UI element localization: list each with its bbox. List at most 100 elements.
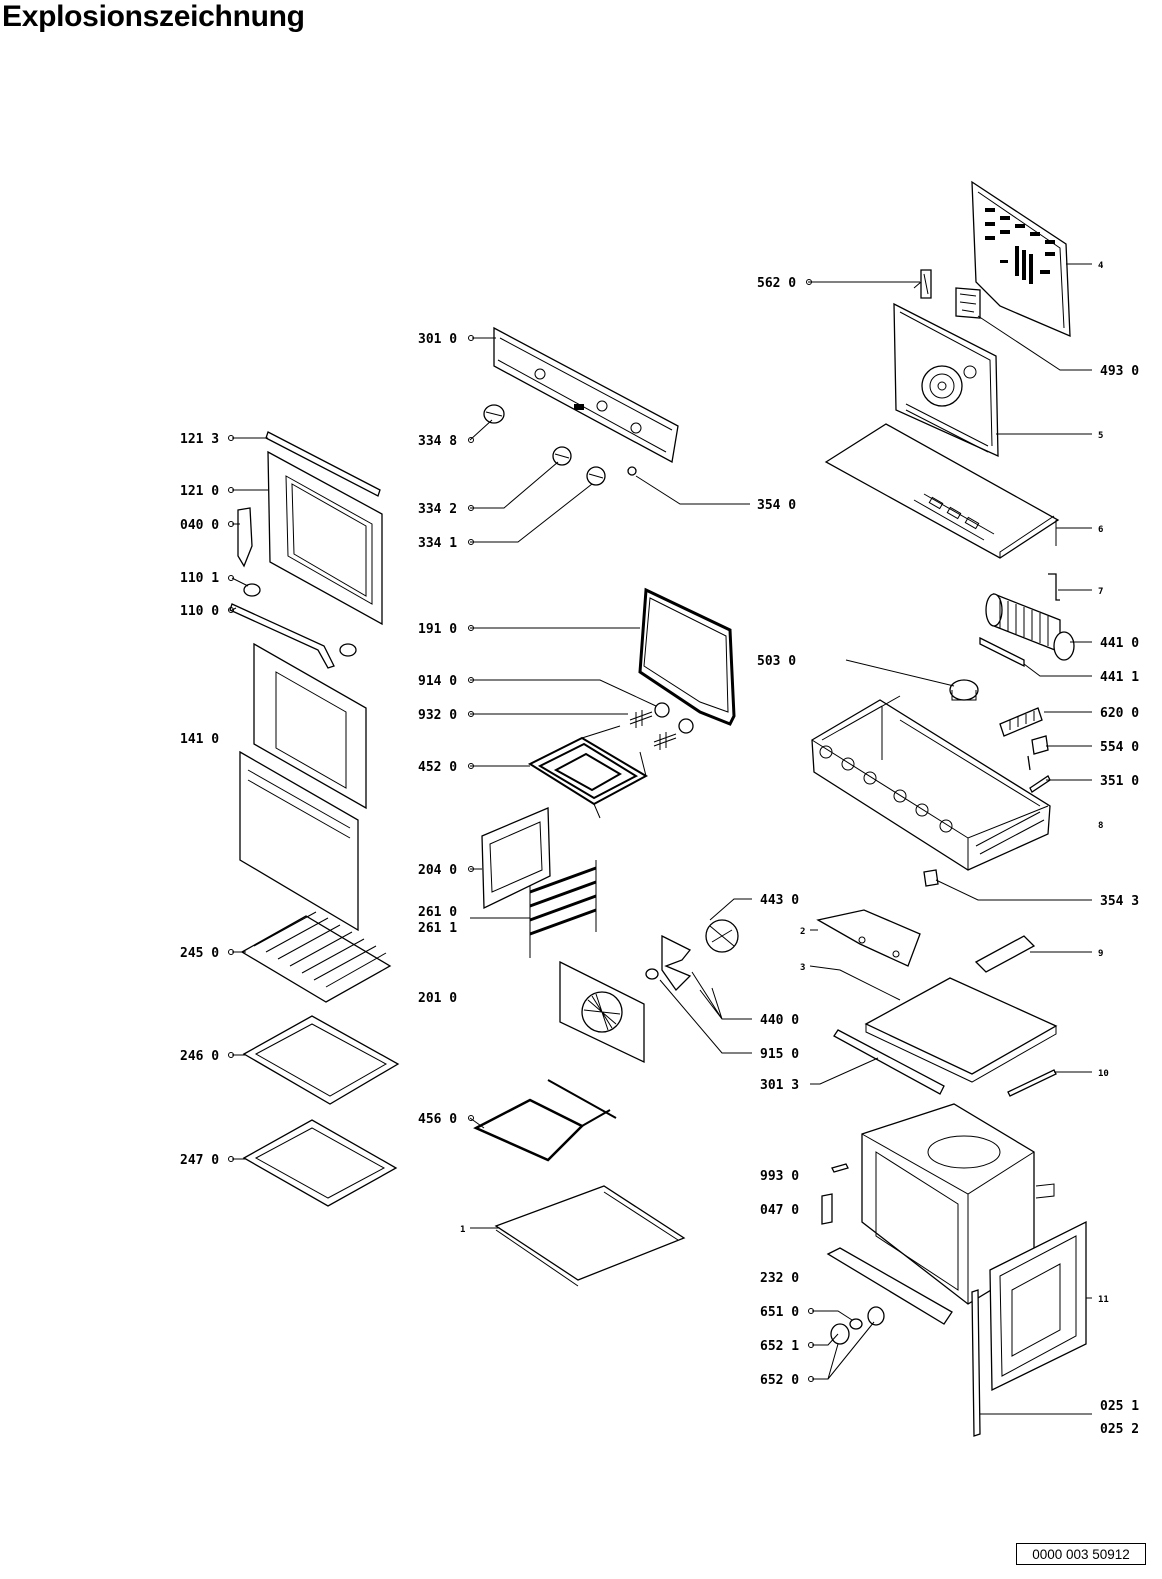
- callout-label: 554 0: [1100, 740, 1139, 755]
- part-shelf-runners: [529, 860, 597, 958]
- callout-label: 025 2: [1100, 1422, 1139, 1437]
- part-rear-cover: [971, 180, 1071, 338]
- part-3540: [627, 466, 637, 476]
- callout-label: 201 0: [418, 991, 457, 1006]
- part-wire-shelf: [240, 911, 392, 1003]
- callout-label: 246 0: [180, 1049, 219, 1064]
- part-door-glass: [239, 642, 367, 932]
- part-motor-5030: [949, 679, 979, 701]
- callout-label: 503 0: [757, 654, 796, 669]
- callout-label: 334 2: [418, 502, 457, 517]
- part-door-handle: [229, 603, 357, 669]
- part-door-seal: [638, 587, 736, 726]
- callout-label: 932 0: [418, 708, 457, 723]
- callout-label: 110 0: [180, 604, 219, 619]
- callout-label: 334 1: [418, 536, 457, 551]
- part-cooling-fan: [985, 593, 1075, 661]
- part-side-panel: [481, 807, 551, 910]
- part-0470: [821, 1193, 833, 1225]
- callout-label: 443 0: [760, 893, 799, 908]
- callout-label: 121 3: [180, 432, 219, 447]
- callout-label: 354 3: [1100, 894, 1139, 909]
- part-hinge: [237, 507, 253, 568]
- callout-label: 441 1: [1100, 670, 1139, 685]
- part-grill-element: [473, 1079, 617, 1162]
- callout-label: 245 0: [180, 946, 219, 961]
- part-baking-tray: [242, 1015, 400, 1105]
- callout-labels: 562 0 4 493 0 301 0 334 8 5 121 3 121 0 …: [180, 261, 1139, 1437]
- part-clip-7: [1048, 573, 1060, 601]
- part-knob-3341: [586, 466, 606, 486]
- callout-label: 2: [800, 927, 805, 937]
- callout-label: 9: [1098, 949, 1103, 959]
- part-control-housing: [811, 695, 1051, 871]
- callout-label: 620 0: [1100, 706, 1139, 721]
- part-9: [974, 935, 1036, 973]
- callout-label: 261 0: [418, 905, 457, 920]
- callout-label: 652 0: [760, 1373, 799, 1388]
- part-bottom-tray: [824, 423, 1060, 559]
- callout-dot-icon: [468, 505, 474, 511]
- callout-label: 10: [1098, 1069, 1109, 1079]
- callout-dot-icon: [468, 625, 474, 631]
- part-component-4930: [955, 287, 981, 319]
- callout-dot-icon: [468, 763, 474, 769]
- callout-label: 110 1: [180, 571, 219, 586]
- callout-dot-icon: [228, 607, 234, 613]
- document-number: 0000 003 50912: [1016, 1543, 1146, 1565]
- part-front-frame: [989, 1220, 1087, 1392]
- callout-label: 232 0: [760, 1271, 799, 1286]
- callout-label: 651 0: [760, 1305, 799, 1320]
- callout-label: 4: [1098, 261, 1104, 271]
- part-6520: [830, 1323, 850, 1345]
- callout-label: 261 1: [418, 921, 457, 936]
- callout-dot-icon: [228, 521, 234, 527]
- callout-label: 191 0: [418, 622, 457, 637]
- callout-dot-icon: [228, 1052, 234, 1058]
- callout-dot-icon: [468, 866, 474, 872]
- callout-label: 456 0: [418, 1112, 457, 1127]
- callout-label: 354 0: [757, 498, 796, 513]
- callout-label: 204 0: [418, 863, 457, 878]
- part-6521: [867, 1306, 885, 1326]
- part-door-strip: [265, 431, 381, 497]
- part-fixings: [629, 702, 694, 750]
- part-insulation-board: [864, 977, 1058, 1083]
- part-10: [1007, 1069, 1057, 1097]
- callout-label: 040 0: [180, 518, 219, 533]
- part-heating-element: [527, 725, 649, 819]
- part-5540: [1027, 735, 1049, 771]
- part-terminal-block: [999, 707, 1043, 737]
- callout-label: 121 0: [180, 484, 219, 499]
- part-rail-3013: [833, 1029, 945, 1095]
- callout-label: 5: [1098, 431, 1103, 441]
- page-title: Explosionszeichnung: [2, 0, 305, 33]
- part-rear-wall: [893, 302, 999, 458]
- callout-label: 247 0: [180, 1153, 219, 1168]
- callout-label: 301 0: [418, 332, 457, 347]
- part-bracket-5620: [913, 269, 932, 299]
- callout-dot-icon: [228, 435, 234, 441]
- parts-artwork: [229, 180, 1087, 1437]
- part-rail-2320: [826, 1247, 953, 1325]
- callout-label: 452 0: [418, 760, 457, 775]
- callout-label: 025 1: [1100, 1399, 1139, 1414]
- callout-dots: [228, 279, 814, 1382]
- callout-dot-icon: [228, 575, 234, 581]
- part-4411: [979, 636, 1025, 668]
- callout-dot-icon: [228, 949, 234, 955]
- callout-label: 334 8: [418, 434, 457, 449]
- callout-dot-icon: [228, 1156, 234, 1162]
- part-fan-cover: [559, 960, 645, 1064]
- callout-dot-icon: [468, 711, 474, 717]
- callout-label: 441 0: [1100, 636, 1139, 651]
- callout-dot-icon: [808, 1376, 814, 1382]
- callout-dot-icon: [468, 335, 474, 341]
- part-3543: [923, 869, 939, 887]
- part-1101: [243, 583, 261, 597]
- callout-label: 301 3: [760, 1078, 799, 1093]
- callout-label: 3: [800, 963, 805, 973]
- callout-label: 993 0: [760, 1169, 799, 1184]
- callout-dot-icon: [806, 279, 812, 285]
